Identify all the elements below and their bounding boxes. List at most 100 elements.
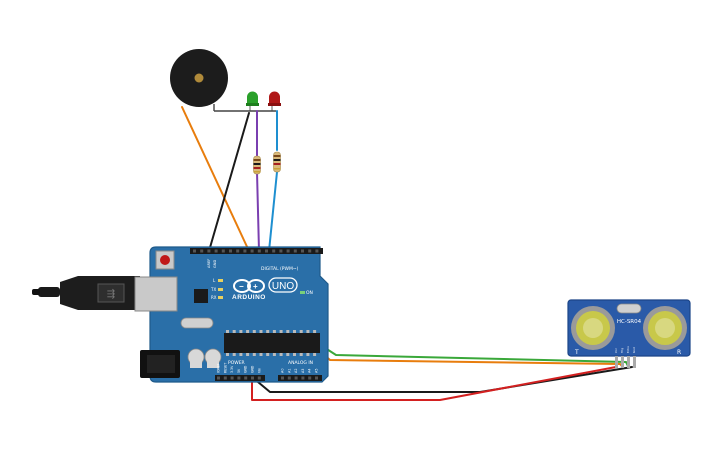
analog-pin-label: A0 <box>281 369 285 373</box>
digital-pin-hole[interactable] <box>308 249 312 253</box>
arduino-uno-board[interactable]: ⇶ − + ARDUINO UNO L <box>32 246 329 383</box>
chip-pin <box>259 330 263 333</box>
digital-pin-hole[interactable] <box>193 249 196 253</box>
analog-pin-hole[interactable] <box>287 376 291 380</box>
digital-pin-hole[interactable] <box>301 249 304 253</box>
sensor-pin-label: Gnd <box>632 347 636 353</box>
digital-pin-hole[interactable] <box>265 249 268 253</box>
resistor-green-led[interactable] <box>253 155 261 175</box>
power-pin-label: RESET <box>223 363 227 373</box>
digital-header <box>190 248 323 254</box>
sensor-pin-label: Trig <box>620 348 624 354</box>
wire-green-led[interactable] <box>256 110 260 252</box>
usb-cable[interactable]: ⇶ <box>32 276 140 310</box>
power-pin-hole[interactable] <box>257 376 261 380</box>
sensor-t-mark: T <box>574 349 579 356</box>
chip-pin <box>246 330 250 333</box>
digital-header-pins[interactable] <box>193 249 319 253</box>
power-pin-hole[interactable] <box>237 376 241 380</box>
chip-pin <box>306 330 310 333</box>
sensor-pin-echo[interactable] <box>627 356 630 368</box>
analog-pin-hole[interactable] <box>308 376 312 380</box>
analog-pin-label: A3 <box>301 369 305 373</box>
usb-symbol-icon: ⇶ <box>107 288 115 300</box>
power-pin-hole[interactable] <box>251 376 254 380</box>
digital-pin-hole[interactable] <box>236 249 240 253</box>
digital-pin-hole[interactable] <box>243 249 247 253</box>
uno-badge <box>268 277 298 293</box>
digital-pin-hole[interactable] <box>207 249 211 253</box>
wire-buzzer-signal[interactable] <box>181 106 250 252</box>
sensor-pin-label: Echo <box>626 346 630 353</box>
chip-pin <box>239 330 243 333</box>
wire-sensor-vcc[interactable] <box>251 366 617 401</box>
power-pin-hole[interactable] <box>230 376 234 380</box>
chip-pin <box>286 330 290 333</box>
chip-pin <box>313 353 317 356</box>
resistor-red-led[interactable] <box>273 151 281 173</box>
digital-pin-hole[interactable] <box>293 249 297 253</box>
red-led[interactable] <box>268 91 281 107</box>
digital-pin-hole[interactable] <box>257 249 261 253</box>
sensor-crystal <box>616 303 642 314</box>
digital-pin-hole[interactable] <box>214 249 218 253</box>
power-pin-label: Vin <box>257 368 261 373</box>
chip-pin <box>286 353 290 356</box>
chip-pin <box>279 330 283 333</box>
chip-pin <box>293 330 296 333</box>
digital-pin-hole[interactable] <box>200 249 204 253</box>
power-pin-label: GND <box>251 365 255 373</box>
chip-pin <box>246 353 250 356</box>
power-pin-hole[interactable] <box>223 376 227 380</box>
chip-pin <box>252 330 256 333</box>
digital-pin-hole[interactable] <box>279 249 283 253</box>
digital-pin-hole[interactable] <box>272 249 276 253</box>
sensor-header-pins[interactable] <box>615 356 636 368</box>
usb-chip <box>194 289 208 303</box>
piezo-buzzer[interactable] <box>170 49 228 107</box>
power-pin-label: 3.3V <box>230 365 234 373</box>
digital-pin-hole[interactable] <box>315 249 319 253</box>
brand-label: ARDUINO <box>232 294 266 301</box>
reset-button-cap <box>160 255 170 265</box>
analog-pin-hole[interactable] <box>294 376 298 380</box>
digital-pin-hole[interactable] <box>250 249 254 253</box>
green-led[interactable] <box>246 91 259 107</box>
chip-pin <box>266 353 270 356</box>
analog-pin-hole[interactable] <box>301 376 305 380</box>
power-pin-hole[interactable] <box>217 376 220 380</box>
sensor-pin-vcc[interactable] <box>615 356 618 368</box>
digital-pin-hole[interactable] <box>221 249 225 253</box>
wire-red-led[interactable] <box>268 110 278 252</box>
digital-pin-hole[interactable] <box>229 249 232 253</box>
analog-pin-hole[interactable] <box>315 376 318 380</box>
analog-pin-hole[interactable] <box>281 376 284 380</box>
power-pin-label: 5V <box>237 368 241 373</box>
gnd-label: GND <box>213 260 217 268</box>
chip-pin <box>259 353 263 356</box>
chip-pin <box>272 353 276 356</box>
rx-led-label: RX <box>211 295 217 300</box>
chip-pin <box>313 330 317 333</box>
sensor-pin-gnd[interactable] <box>633 356 636 368</box>
analog-pin-label: A1 <box>287 369 291 373</box>
chip-pin <box>232 330 236 333</box>
wire-led-ground[interactable] <box>208 112 250 252</box>
crystal-oscillator <box>180 317 214 329</box>
sensor-pin-trig[interactable] <box>621 356 624 368</box>
atmega-chip <box>224 333 320 353</box>
power-pin-hole[interactable] <box>244 376 248 380</box>
power-header-pins[interactable] <box>217 376 261 380</box>
sensor-pin-label: Vcc <box>614 348 618 353</box>
chip-pin <box>252 353 256 356</box>
chip-pin <box>299 353 303 356</box>
analog-header-pins[interactable] <box>281 376 318 380</box>
usb-b-connector <box>134 276 178 312</box>
digital-pin-hole[interactable] <box>286 249 290 253</box>
sensor-model-label: HC-SR04 <box>617 319 642 325</box>
sensor-r-mark: R <box>677 349 681 356</box>
wire-sensor-gnd[interactable] <box>257 366 633 393</box>
